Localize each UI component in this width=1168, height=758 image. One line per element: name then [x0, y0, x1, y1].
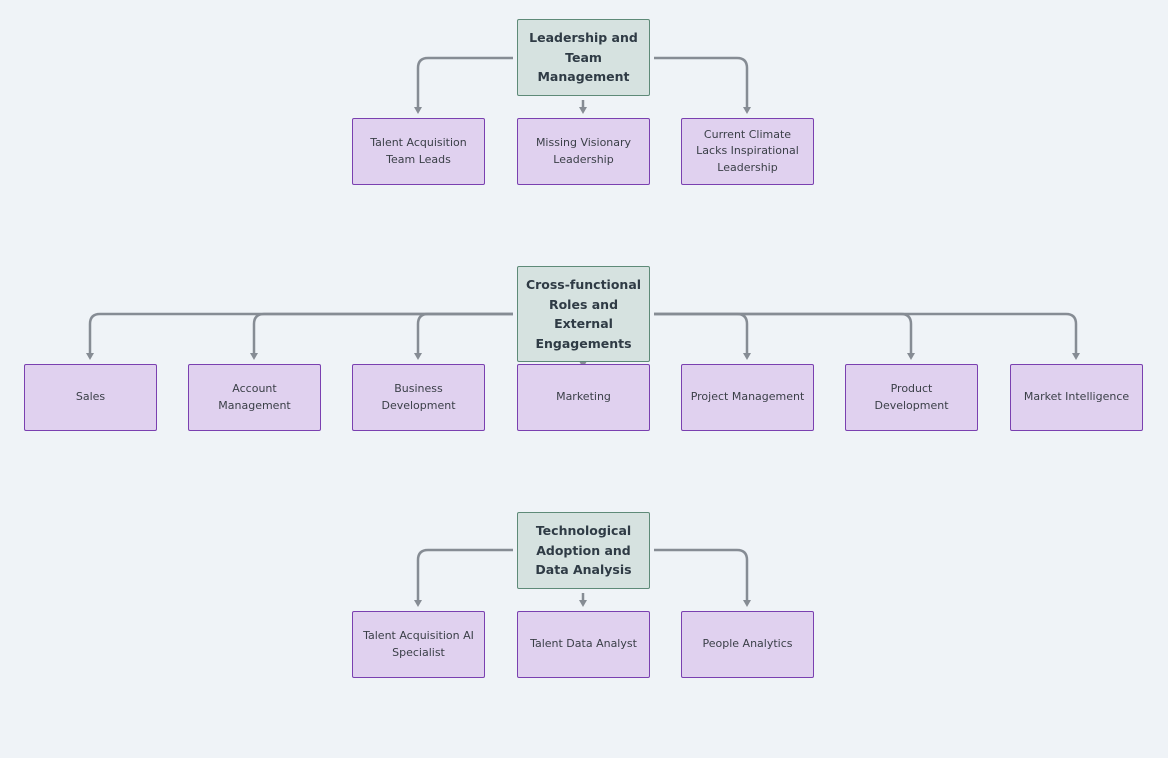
arrowhead — [414, 107, 422, 114]
connector-line — [252, 312, 513, 354]
role-node-people-analytics[interactable]: People Analytics — [681, 611, 814, 678]
role-node-talent-acquisition-ai-specialist[interactable]: Talent Acquisition AI Specialist — [352, 611, 485, 678]
connector-line — [416, 312, 513, 354]
role-node-business-development[interactable]: Business Development — [352, 364, 485, 431]
role-label: Project Management — [690, 390, 805, 404]
arrowhead — [743, 600, 751, 607]
arrowhead — [743, 353, 751, 360]
role-node-talent-data-analyst[interactable]: Talent Data Analyst — [517, 611, 650, 678]
role-label: Marketing — [556, 390, 611, 404]
role-node-current-climate[interactable]: Current Climate Lacks Inspirational Lead… — [681, 118, 814, 185]
group-node-cross-functional[interactable]: Cross-functional Roles and External Enga… — [517, 266, 650, 362]
connector-line — [88, 312, 513, 354]
arrowhead — [1072, 353, 1080, 360]
group-title: Cross-functional Roles and External Enga… — [525, 277, 642, 351]
role-label: Talent Data Analyst — [530, 637, 637, 651]
group-title: Leadership and Team Management — [529, 30, 638, 85]
group-title: Technological Adoption and Data Analysis — [535, 523, 632, 578]
arrowhead — [86, 353, 94, 360]
arrowhead — [743, 107, 751, 114]
connector-line — [416, 56, 513, 108]
role-label: Current Climate Lacks Inspirational Lead… — [696, 127, 799, 174]
group-node-technological-adoption[interactable]: Technological Adoption and Data Analysis — [517, 512, 650, 589]
arrowhead — [579, 107, 587, 114]
role-node-talent-acquisition-team-leads[interactable]: Talent Acquisition Team Leads — [352, 118, 485, 185]
role-label: Product Development — [874, 382, 949, 412]
role-label: Sales — [75, 390, 106, 404]
role-node-missing-visionary-leadership[interactable]: Missing Visionary Leadership — [517, 118, 650, 185]
arrowhead — [907, 353, 915, 360]
connector-line — [654, 312, 1078, 354]
role-label: Market Intelligence — [1023, 390, 1130, 404]
connector-line — [654, 312, 749, 354]
connector-line — [416, 548, 513, 601]
role-node-market-intelligence[interactable]: Market Intelligence — [1010, 364, 1143, 431]
role-node-product-development[interactable]: Product Development — [845, 364, 978, 431]
connector-line — [654, 312, 913, 354]
role-label: Talent Acquisition AI Specialist — [363, 629, 474, 659]
connector-line — [654, 56, 749, 108]
arrowhead — [414, 600, 422, 607]
role-node-account-management[interactable]: Account Management — [188, 364, 321, 431]
role-label: Account Management — [218, 382, 291, 412]
arrowhead — [414, 353, 422, 360]
role-label: People Analytics — [702, 637, 793, 651]
arrowhead — [579, 600, 587, 607]
role-label: Missing Visionary Leadership — [535, 136, 632, 166]
role-node-sales[interactable]: Sales — [24, 364, 157, 431]
role-node-project-management[interactable]: Project Management — [681, 364, 814, 431]
role-label: Business Development — [381, 382, 456, 412]
arrowhead — [250, 353, 258, 360]
connector-line — [654, 548, 749, 601]
role-node-marketing[interactable]: Marketing — [517, 364, 650, 431]
role-label: Talent Acquisition Team Leads — [370, 136, 467, 166]
group-node-leadership[interactable]: Leadership and Team Management — [517, 19, 650, 96]
